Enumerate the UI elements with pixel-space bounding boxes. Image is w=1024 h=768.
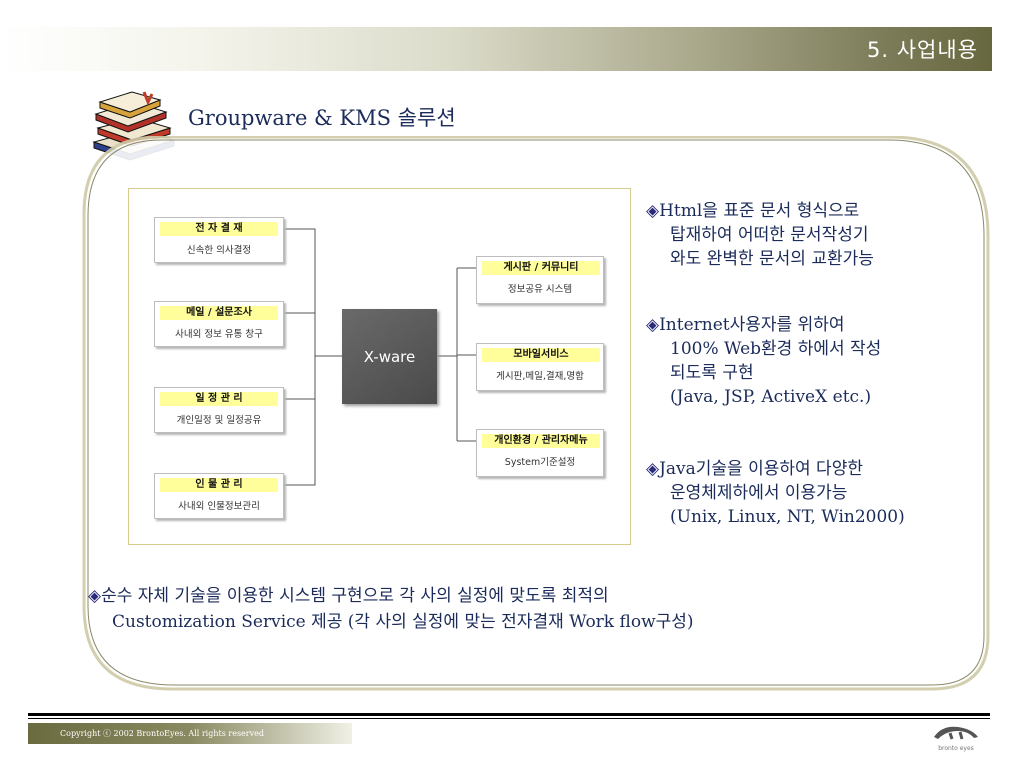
- summary-line: Customization Service 제공 (각 사의 실정에 맞는 전자…: [112, 612, 694, 632]
- node-people: 인 물 관 리 사내외 인물정보관리: [154, 473, 284, 519]
- xware-center-box: X-ware: [342, 309, 437, 404]
- diamond-cross-icon: ◈: [646, 315, 660, 335]
- node-subtitle: 정보공유 시스템: [507, 284, 573, 295]
- bullet-line: 와도 완벽한 문서의 교환가능: [670, 249, 874, 269]
- diamond-cross-icon: ◈: [646, 201, 660, 221]
- node-subtitle: 사내외 정보 유통 창구: [175, 329, 263, 340]
- summary-line: 순수 자체 기술을 이용한 시스템 구현으로 각 사의 실정에 맞도록 최적의: [101, 586, 609, 606]
- bullet-line: (Unix, Linux, NT, Win2000): [670, 507, 905, 527]
- logo-text: bronto eyes: [938, 745, 974, 752]
- node-title: 메일 / 설문조사: [160, 306, 278, 320]
- connector-lines: [284, 228, 476, 486]
- bullet-line: 100% Web환경 하에서 작성: [670, 339, 882, 359]
- page-title: 5. 사업내용: [867, 38, 978, 62]
- bullet-line: (Java, JSP, ActiveX etc.): [670, 387, 872, 407]
- node-title: 전 자 결 재: [160, 222, 278, 236]
- node-title: 모바일서비스: [482, 348, 600, 362]
- copyright: Copyright ⓒ 2002 BrontoEyes. All rights …: [60, 729, 264, 738]
- node-subtitle: 사내외 인물정보관리: [178, 501, 260, 512]
- diamond-cross-icon: ◈: [88, 586, 102, 606]
- bottom-summary: ◈순수 자체 기술을 이용한 시스템 구현으로 각 사의 실정에 맞도록 최적의…: [88, 583, 694, 635]
- node-subtitle: System기준설정: [504, 457, 576, 468]
- bullet-internet: ◈Internet사용자를 위하여 100% Web환경 하에서 작성 되도록 …: [646, 313, 881, 409]
- node-subtitle: 게시판,메일,결재,명함: [496, 371, 584, 382]
- node-subtitle: 개인일정 및 일정공유: [176, 415, 262, 426]
- node-subtitle: 신속한 의사결정: [186, 245, 252, 256]
- bullet-line: 탑재하여 어떠한 문서작성기: [670, 225, 869, 245]
- node-mail-survey: 메일 / 설문조사 사내외 정보 유통 창구: [154, 301, 284, 347]
- node-schedule: 일 정 관 리 개인일정 및 일정공유: [154, 387, 284, 433]
- xware-diagram: 전 자 결 재 신속한 의사결정 메일 / 설문조사 사내외 정보 유통 창구 …: [128, 188, 631, 545]
- bullet-line: Internet사용자를 위하여: [659, 315, 845, 335]
- bullet-line: Java기술을 이용하여 다양한: [659, 459, 863, 479]
- diamond-cross-icon: ◈: [646, 459, 660, 479]
- node-board-community: 게시판 / 커뮤니티 정보공유 시스템: [476, 256, 604, 304]
- node-title: 개인환경 / 관리자메뉴: [482, 434, 600, 448]
- bullet-java: ◈Java기술을 이용하여 다양한 운영체제하에서 이용가능 (Unix, Li…: [646, 457, 905, 529]
- bronto-logo-icon: bronto eyes: [934, 726, 978, 752]
- node-electronic-approval: 전 자 결 재 신속한 의사결정: [154, 217, 284, 263]
- node-personal-admin: 개인환경 / 관리자메뉴 System기준설정: [476, 429, 604, 477]
- node-title: 일 정 관 리: [160, 392, 278, 406]
- bullet-line: 운영체제하에서 이용가능: [670, 483, 848, 503]
- header-bar: 5. 사업내용: [0, 27, 992, 71]
- footer-divider-thin: [28, 718, 990, 719]
- section-title: Groupware & KMS 솔루션: [188, 106, 456, 130]
- footer-bar: Copyright ⓒ 2002 BrontoEyes. All rights …: [28, 723, 352, 744]
- node-title: 인 물 관 리: [160, 478, 278, 492]
- bullet-line: Html을 표준 문서 형식으로: [659, 201, 860, 221]
- footer-divider: [28, 713, 990, 716]
- node-mobile-service: 모바일서비스 게시판,메일,결재,명함: [476, 343, 604, 391]
- bullet-line: 되도록 구현: [670, 363, 754, 383]
- bullet-html: ◈Html을 표준 문서 형식으로 탑재하여 어떠한 문서작성기 와도 완벽한 …: [646, 199, 874, 271]
- node-title: 게시판 / 커뮤니티: [482, 261, 600, 275]
